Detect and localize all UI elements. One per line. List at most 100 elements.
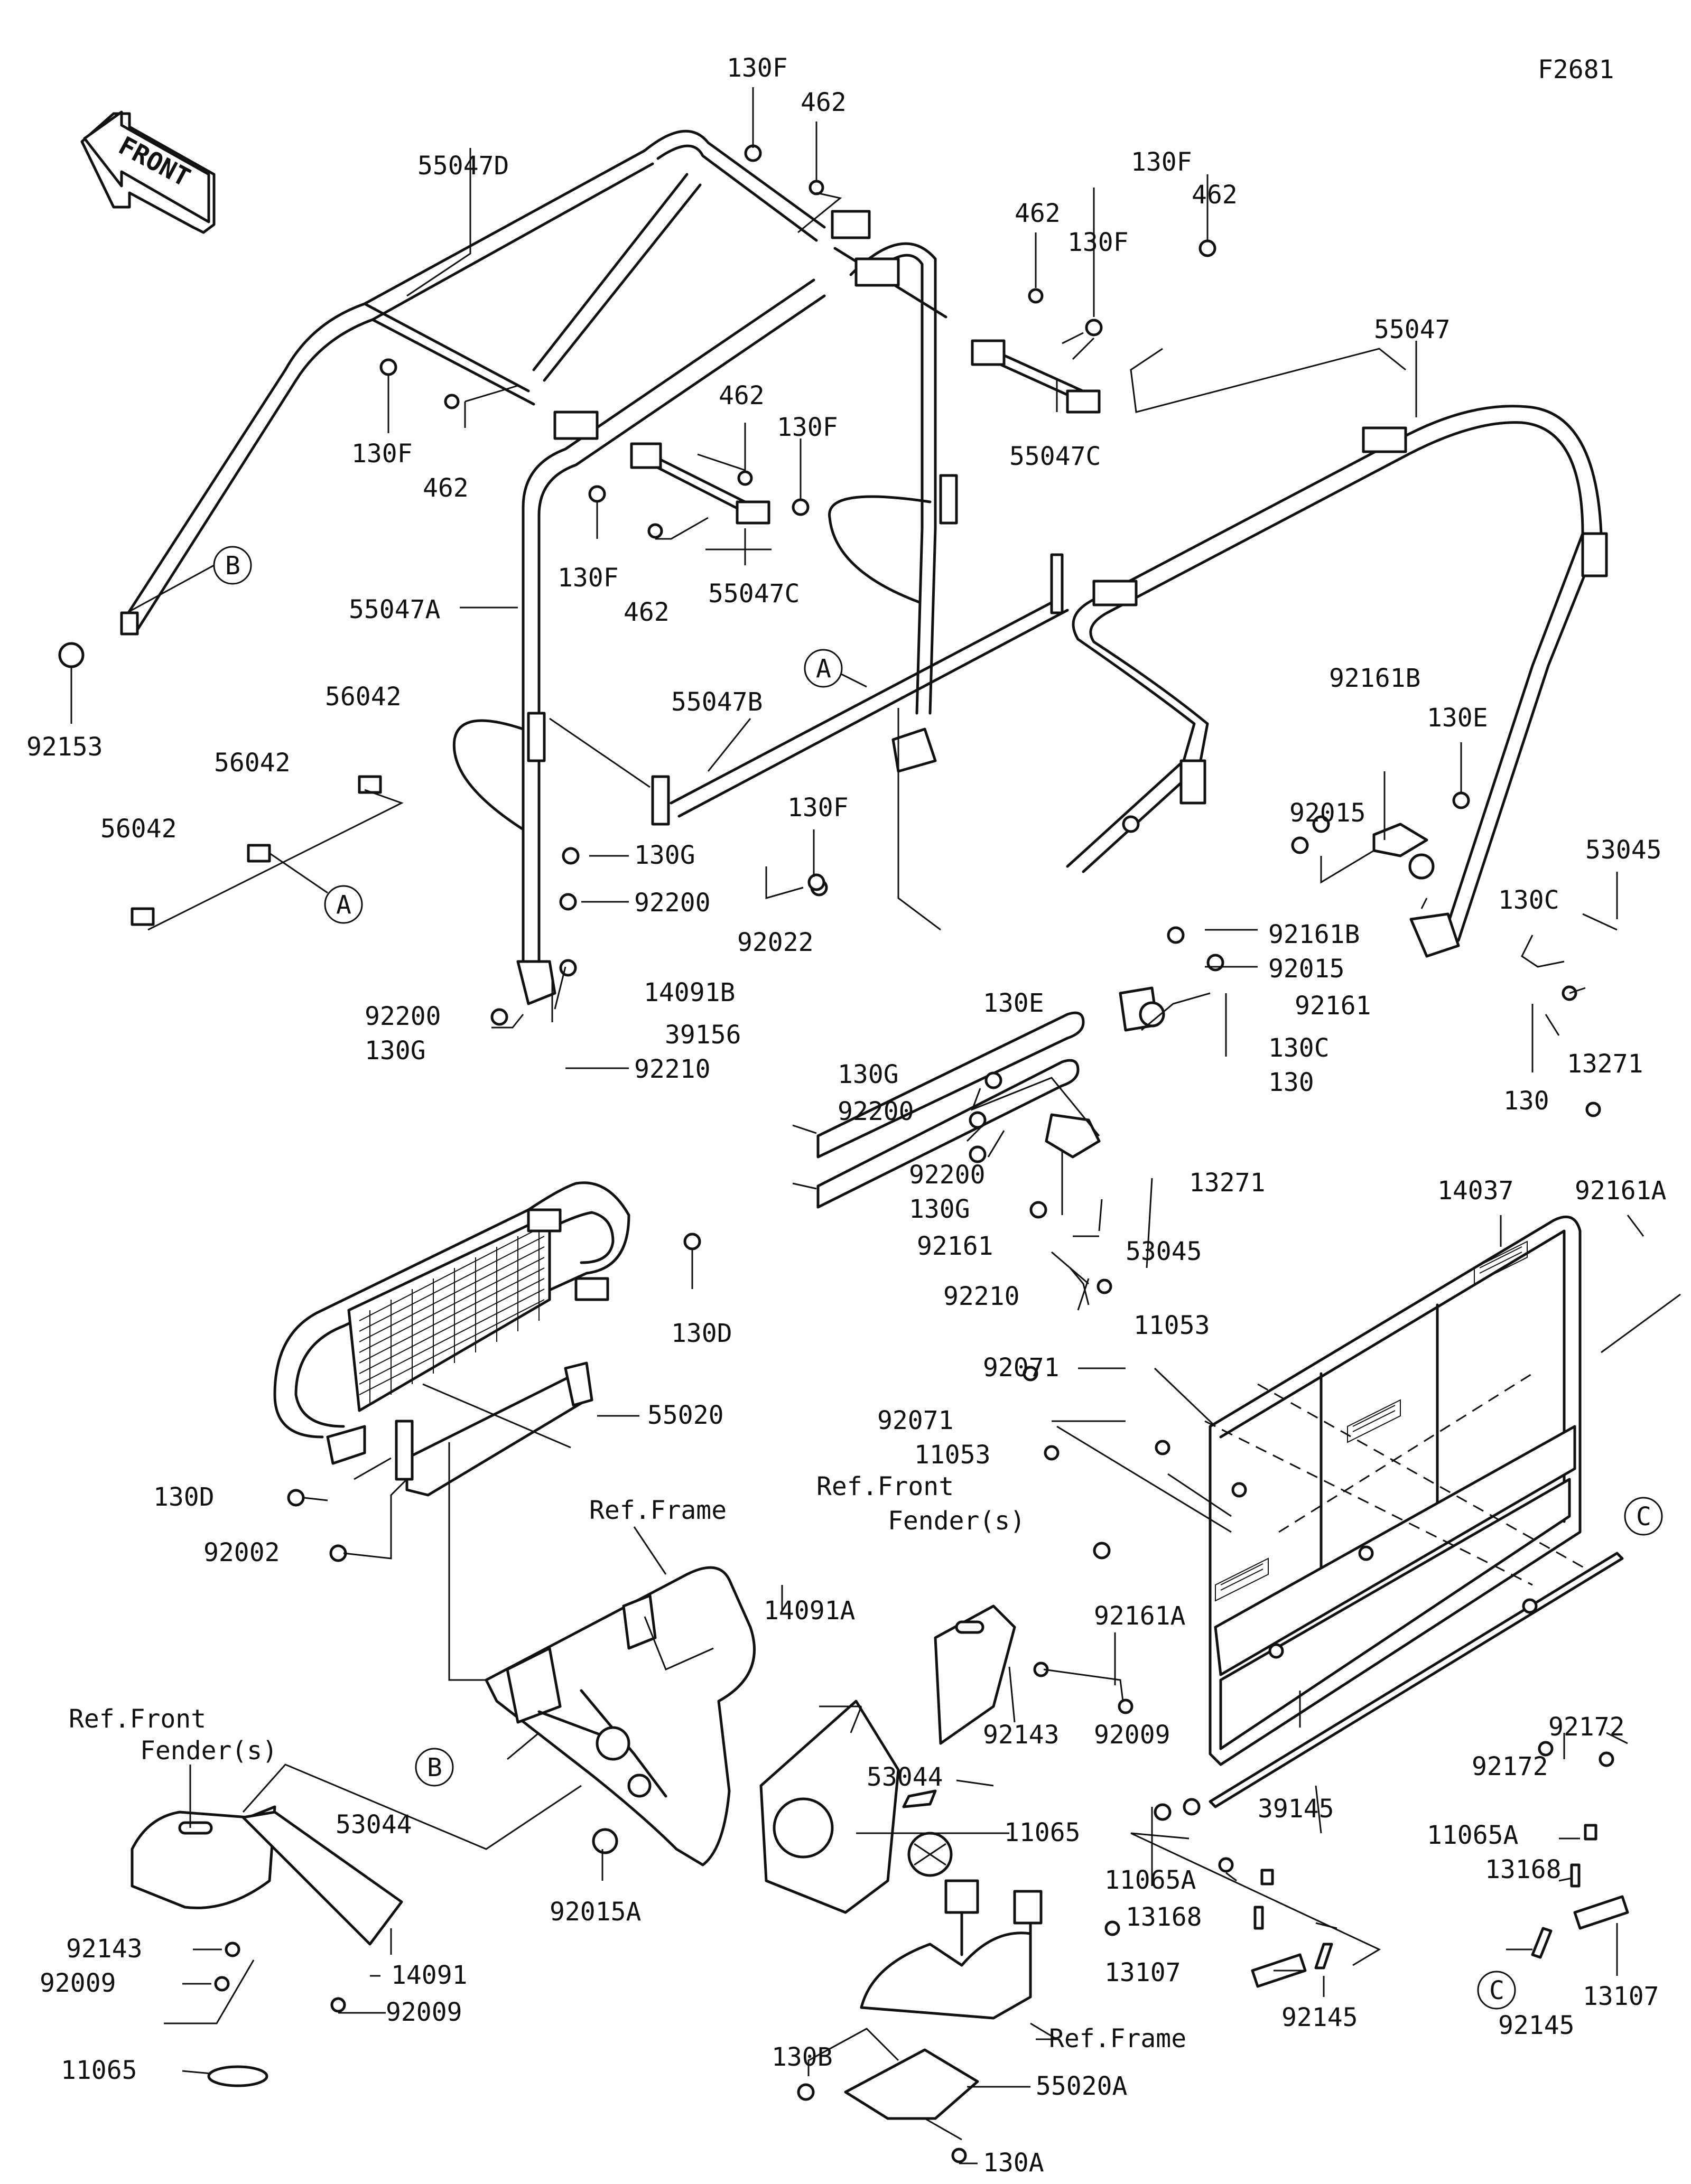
callout-c-upper-text: C <box>1636 1502 1651 1532</box>
part-label: 130G <box>365 1036 426 1066</box>
callout-c-lower-text: C <box>1489 1976 1504 2005</box>
part-label: 92210 <box>634 1054 711 1084</box>
part-label: 55047D <box>417 151 509 181</box>
part-label: 92009 <box>1094 1720 1170 1750</box>
part-label: 92009 <box>40 1968 116 1998</box>
part-label: 39145 <box>1258 1794 1334 1824</box>
part-label: Ref.Frame <box>1049 2024 1186 2054</box>
part-label: 13107 <box>1583 1982 1659 2011</box>
part-label: 14091A <box>764 1596 855 1626</box>
part-label: 462 <box>801 88 847 117</box>
part-label: 11053 <box>914 1440 991 1470</box>
part-label: 92200 <box>909 1160 986 1190</box>
part-label: 92071 <box>877 1406 954 1435</box>
part-label: 55047C <box>708 579 800 609</box>
part-label: 130G <box>838 1060 899 1089</box>
part-label: 130F <box>1131 147 1192 177</box>
callout-a-upper: A <box>804 649 843 688</box>
fender-panel-center <box>759 1604 1016 1914</box>
part-label: 55047 <box>1374 315 1451 344</box>
part-label: 92143 <box>983 1720 1060 1750</box>
part-label: 92161B <box>1268 920 1360 949</box>
part-number-labels: 130F 462 55047D 130F 462 462 130F 55047 … <box>26 53 1666 2178</box>
part-label: 92015A <box>550 1897 641 1927</box>
part-label: 13168 <box>1126 1902 1202 1932</box>
part-label: 92161A <box>1094 1601 1185 1631</box>
part-label: 13271 <box>1189 1168 1266 1198</box>
part-label: 53044 <box>867 1762 943 1792</box>
part-label: 14091 <box>391 1961 468 1990</box>
part-label: 92071 <box>983 1353 1060 1383</box>
part-label: 56042 <box>100 814 177 844</box>
vehicle-frame-rear <box>844 1879 1043 2120</box>
part-label: 130A <box>983 2148 1044 2178</box>
front-guard-assembly <box>273 1181 630 1497</box>
part-label: 130F <box>777 413 838 442</box>
part-label: 92200 <box>634 888 711 918</box>
part-label: 53044 <box>336 1810 412 1840</box>
part-label: 92143 <box>66 1934 143 1964</box>
part-label: 53045 <box>1126 1237 1202 1266</box>
part-label: 130F <box>558 563 619 593</box>
part-label: 92022 <box>737 928 814 957</box>
part-label: 130D <box>153 1482 215 1512</box>
roll-cage-assembly <box>120 129 1608 1159</box>
part-label: Fender(s) <box>888 1506 1025 1536</box>
part-label: 55020A <box>1036 2071 1127 2101</box>
part-label: 92161B <box>1329 664 1420 693</box>
part-label: 130C <box>1498 885 1559 915</box>
part-label: 92161 <box>1295 991 1371 1021</box>
part-label: 130C <box>1268 1033 1330 1063</box>
front-direction-arrow-icon: FRONT <box>80 110 216 234</box>
part-label: 130D <box>671 1319 732 1348</box>
part-label: 462 <box>1015 199 1061 228</box>
part-label: 92200 <box>838 1097 914 1126</box>
part-label: 92172 <box>1548 1712 1625 1742</box>
part-label: 55047B <box>671 687 763 717</box>
part-label: 92161A <box>1575 1176 1666 1206</box>
part-label: 462 <box>719 381 765 410</box>
part-label: 92145 <box>1498 2011 1575 2040</box>
fender-panel-left <box>131 1805 403 2087</box>
part-label: 55047C <box>1009 442 1101 471</box>
part-label: 92200 <box>365 1002 441 1031</box>
part-label: 130G <box>634 841 695 870</box>
part-label: 130F <box>787 793 849 823</box>
part-label: 11065A <box>1104 1865 1196 1895</box>
part-label: 39156 <box>665 1020 741 1050</box>
part-label: 92002 <box>203 1538 280 1567</box>
part-label: 130F <box>1067 228 1129 257</box>
part-label: 92015 <box>1289 798 1366 828</box>
part-label: 11065A <box>1427 1821 1518 1850</box>
part-label: 92015 <box>1268 954 1345 984</box>
part-label: 56042 <box>214 748 291 778</box>
part-label: 130 <box>1268 1068 1314 1097</box>
diagram-id: F2681 <box>1538 55 1614 85</box>
part-label: 462 <box>423 473 469 503</box>
part-label: 130E <box>1427 703 1488 733</box>
callout-b-lower: B <box>415 1748 454 1787</box>
part-label: 130B <box>772 2042 833 2072</box>
part-label: 92153 <box>26 732 103 762</box>
part-label: 92145 <box>1281 2003 1358 2032</box>
callout-b-upper-text: B <box>225 551 240 581</box>
part-label: 11053 <box>1133 1311 1210 1340</box>
part-label: Ref.Frame <box>589 1496 727 1525</box>
callout-a-upper-text: A <box>816 654 831 684</box>
callout-b-lower-text: B <box>427 1753 442 1782</box>
part-label: 53045 <box>1585 835 1662 865</box>
part-label: 13271 <box>1567 1049 1643 1079</box>
part-label: 462 <box>1192 180 1238 210</box>
callout-c-upper: C <box>1624 1497 1663 1536</box>
part-label: 14091B <box>644 978 735 1007</box>
callout-a-lower: A <box>324 885 363 924</box>
part-label: 14037 <box>1437 1176 1514 1206</box>
part-label: 130F <box>351 439 413 469</box>
part-label: 11065 <box>1004 1818 1081 1847</box>
callout-a-lower-text: A <box>336 890 351 920</box>
roll-bar-padding <box>816 708 1085 1209</box>
callout-c-lower: C <box>1477 1971 1516 2010</box>
leader-lines <box>70 87 1681 2164</box>
part-label: 92210 <box>943 1282 1020 1311</box>
